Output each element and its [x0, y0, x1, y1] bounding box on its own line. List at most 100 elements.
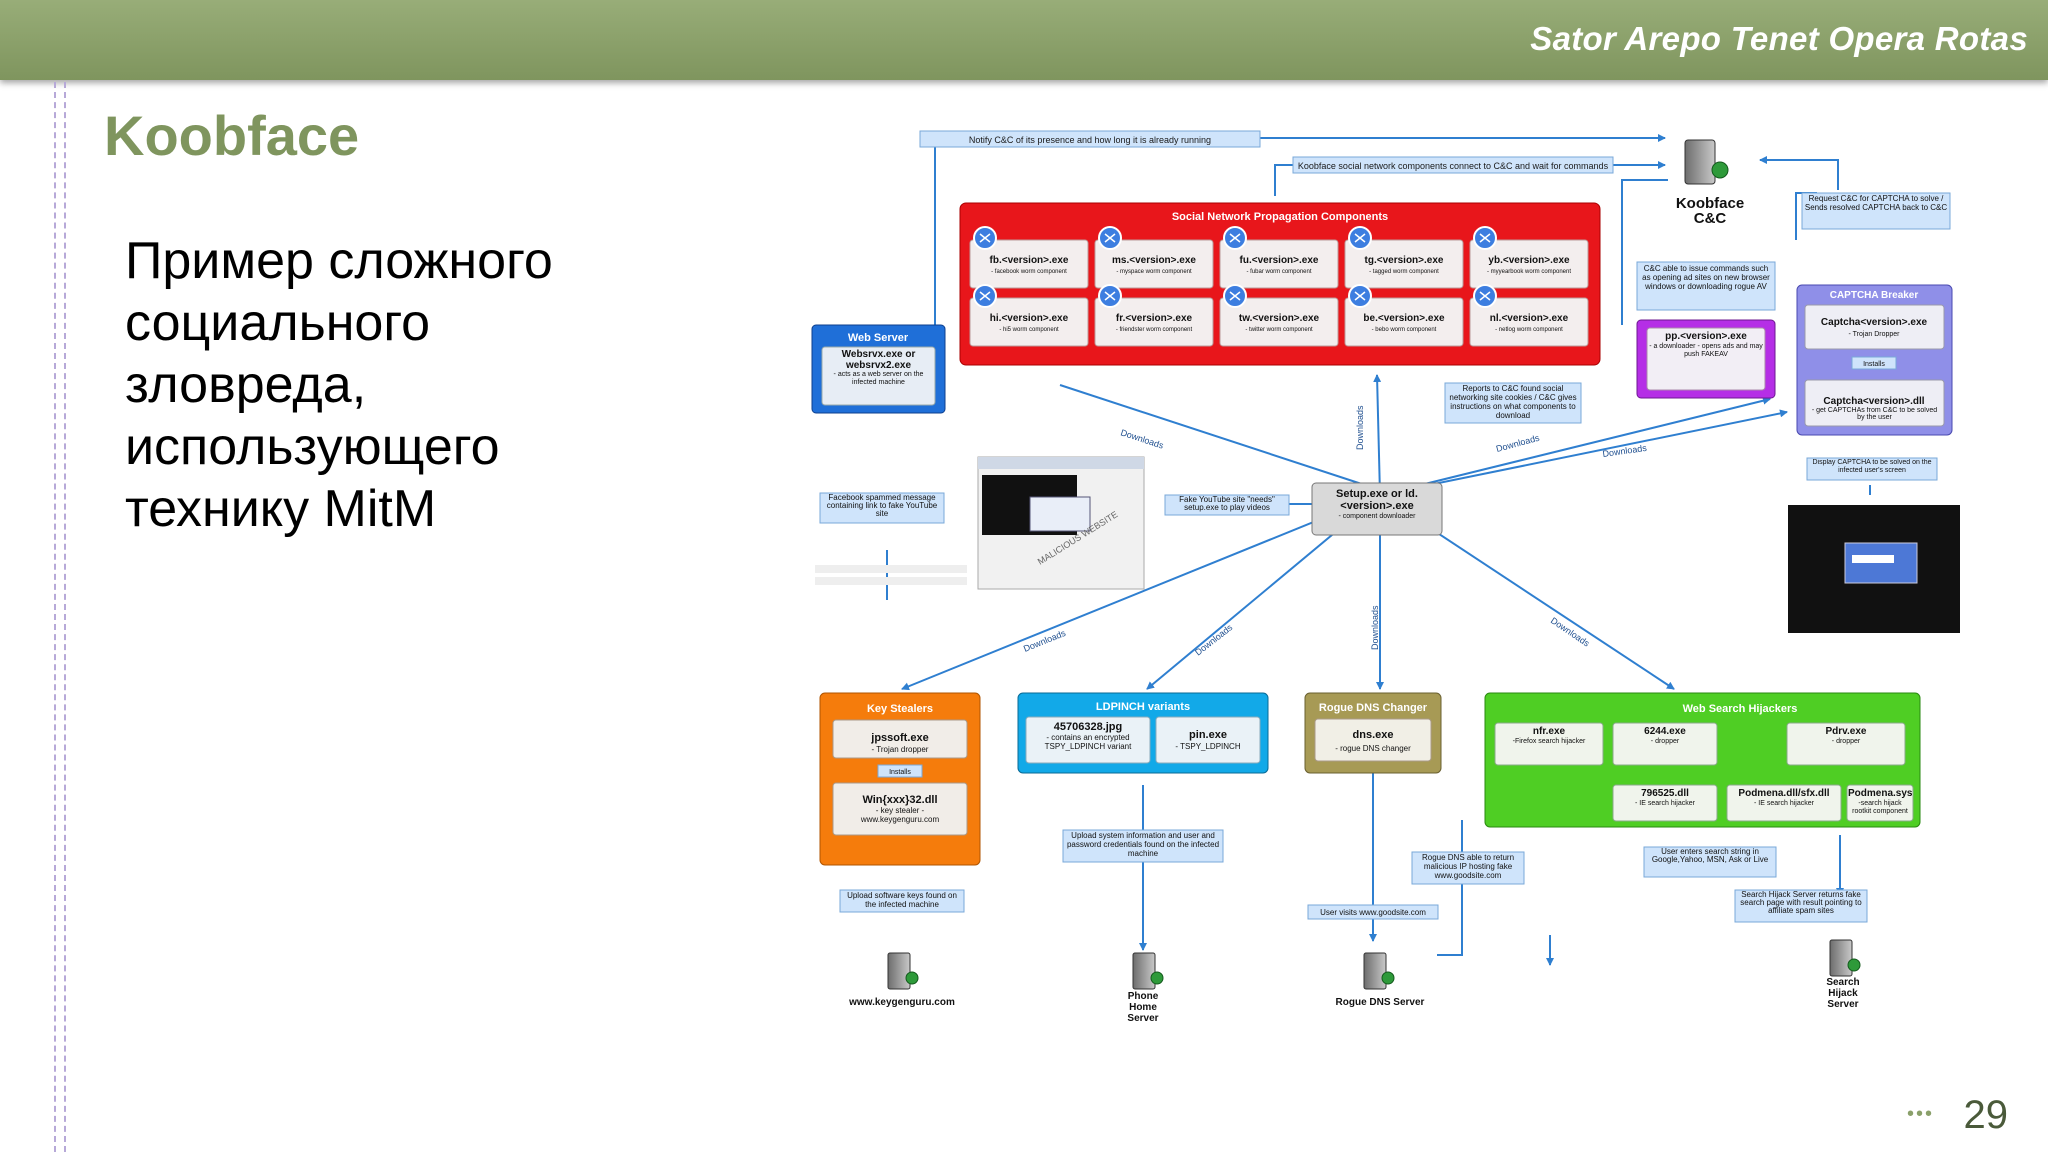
social-item-name: nl.<version>.exe	[1490, 313, 1569, 324]
social-item-desc: - fubar worm component	[1246, 269, 1311, 275]
ldpinch-jpg-name: 45706328.jpg	[1053, 721, 1123, 733]
hijacker-item-desc: - IE search hijacker	[1754, 800, 1814, 807]
hijacker-item-desc: - IE search hijacker	[1635, 800, 1695, 807]
captcha-dll-desc: - get CAPTCHAs from C&C to be solved by …	[1811, 407, 1938, 421]
fake-youtube-text: Fake YouTube site "needs" setup.exe to p…	[1179, 496, 1275, 512]
upload-system-text: Upload system information and user and p…	[1066, 831, 1220, 858]
social-item	[1094, 297, 1214, 347]
koobface-diagram: Notify C&C of its presence and how long …	[811, 130, 1960, 1021]
setup-desc: - component downloader	[1338, 513, 1416, 520]
connect-note	[1292, 156, 1614, 174]
social-item	[1344, 297, 1464, 347]
social-item-desc: - bebo worm component	[1372, 327, 1437, 333]
dns-exe-item	[1314, 718, 1432, 762]
downloads-label-7: Downloads	[1370, 605, 1380, 650]
social-item-desc: - myspace worm component	[1116, 269, 1192, 275]
reports-note	[1444, 382, 1582, 424]
page-number: 29	[1963, 1093, 2009, 1137]
worm-component-icon	[1473, 284, 1497, 308]
hijacker-item-desc: -search hijack rootkit component	[1852, 800, 1908, 815]
user-enters-text: User enters search string in Google,Yaho…	[1651, 848, 1769, 864]
ldpinch-pin-name: pin.exe	[1189, 729, 1227, 741]
hijacker-item-desc: - dropper	[1650, 738, 1680, 745]
social-item-name: fu.<version>.exe	[1240, 255, 1319, 266]
social-item-desc: - myyearbook worm component	[1487, 269, 1571, 275]
social-item-name: ms.<version>.exe	[1112, 255, 1196, 266]
social-item-name: fb.<version>.exe	[990, 255, 1069, 266]
search-returns-text: Search Hijack Server returns fake search…	[1740, 891, 1862, 915]
margin-line-right	[64, 82, 66, 1152]
social-item	[969, 297, 1089, 347]
downloads-label-3: Downloads	[1495, 433, 1541, 454]
captcha-dll-item	[1804, 379, 1945, 427]
hijacker-item-desc: -Firefox search hijacker	[1512, 738, 1586, 745]
social-item-name: tg.<version>.exe	[1365, 255, 1444, 266]
rogue-dns-note-text: Rogue DNS able to return malicious IP ho…	[1421, 853, 1515, 880]
user-visits-text: User visits www.goodsite.com	[1320, 908, 1426, 917]
web-search-hijackers-title: Web Search Hijackers	[1683, 703, 1798, 715]
search-hijack-server-label: Search Hijack Server	[1826, 977, 1860, 1007]
social-item	[1469, 297, 1589, 347]
margin-line-left	[54, 82, 56, 1152]
connect-note-text: Koobface social network components conne…	[1298, 161, 1609, 171]
social-item	[1094, 239, 1214, 289]
social-item-name: hi.<version>.exe	[990, 313, 1069, 324]
social-item	[1219, 297, 1339, 347]
notify-note	[919, 130, 1261, 148]
worm-component-icon	[973, 284, 997, 308]
social-item-name: yb.<version>.exe	[1488, 255, 1570, 266]
hijacker-item-name: 796525.dll	[1641, 788, 1689, 799]
cnc-label-1: Koobface	[1676, 195, 1744, 212]
hijacker-item	[1612, 784, 1718, 822]
social-item	[1219, 239, 1339, 289]
captcha-dll-name: Captcha<version>.dll	[1823, 396, 1924, 407]
issue-commands-text: C&C able to issue commands such as openi…	[1642, 264, 1770, 291]
reports-text: Reports to C&C found social networking s…	[1449, 384, 1577, 420]
dns-exe-name: dns.exe	[1353, 729, 1394, 741]
facebook-msg-text: Facebook spammed message containing link…	[826, 494, 938, 518]
web-server-title: Web Server	[848, 332, 909, 344]
jpssoft-name: jpssoft.exe	[870, 732, 928, 744]
facebook-feed-screenshot	[815, 565, 967, 585]
jpssoft-desc: - Trojan dropper	[872, 745, 929, 754]
brand-title: Sator Arepo Tenet Opera Rotas	[1530, 20, 2028, 57]
keygen-server-label: www.keygenguru.com	[848, 997, 955, 1008]
upload-system-note	[1062, 829, 1224, 863]
keygen-server-icon	[887, 952, 919, 990]
worm-component-icon	[1473, 226, 1497, 250]
phone-home-server-label: Phone Home Server	[1127, 991, 1159, 1021]
issue-commands-note	[1636, 261, 1776, 311]
key-stealers-box	[819, 692, 981, 866]
search-returns-note	[1734, 889, 1868, 923]
pp-desc: - a downloader - opens ads and may push …	[1649, 343, 1763, 358]
upload-keys-text: Upload software keys found on the infect…	[847, 891, 957, 909]
hijacker-item-name: Pdrv.exe	[1825, 726, 1867, 737]
upload-keys-note	[839, 889, 965, 913]
display-captcha-text: Display CAPTCHA to be solved on the infe…	[1812, 459, 1932, 474]
worm-component-icon	[1098, 284, 1122, 308]
worm-component-icon	[1348, 284, 1372, 308]
hijacker-item	[1494, 722, 1604, 766]
captcha-breaker-title: CAPTCHA Breaker	[1830, 290, 1919, 301]
captcha-request-note	[1801, 192, 1951, 230]
social-item	[1344, 239, 1464, 289]
pp-item	[1646, 327, 1766, 391]
pp-name: pp.<version>.exe	[1665, 331, 1747, 342]
winxxx-name: Win{xxx}32.dll	[862, 794, 937, 806]
hijacker-item-desc: - dropper	[1831, 738, 1861, 745]
web-server-name: Websrvx.exe or websrvx2.exe	[841, 349, 916, 371]
worm-component-icon	[973, 226, 997, 250]
user-visits-note	[1307, 904, 1439, 920]
worm-component-icon	[1223, 284, 1247, 308]
search-hijack-server-icon	[1829, 939, 1861, 977]
cnc-server-icon	[1684, 139, 1729, 185]
captcha-exe-item	[1804, 304, 1945, 350]
rogue-dns-note	[1411, 851, 1525, 885]
setup-name: Setup.exe or ld.<version>.exe	[1336, 488, 1418, 512]
slide-title: Koobface	[104, 104, 360, 167]
social-item-desc: - tagged worm component	[1369, 269, 1439, 275]
hijacker-item-name: Podmena.sys/sfx.sys	[1848, 788, 1912, 799]
worm-component-icon	[1348, 226, 1372, 250]
ldpinch-title: LDPINCH variants	[1096, 701, 1190, 713]
social-item-desc: - twitter worm component	[1245, 327, 1313, 333]
